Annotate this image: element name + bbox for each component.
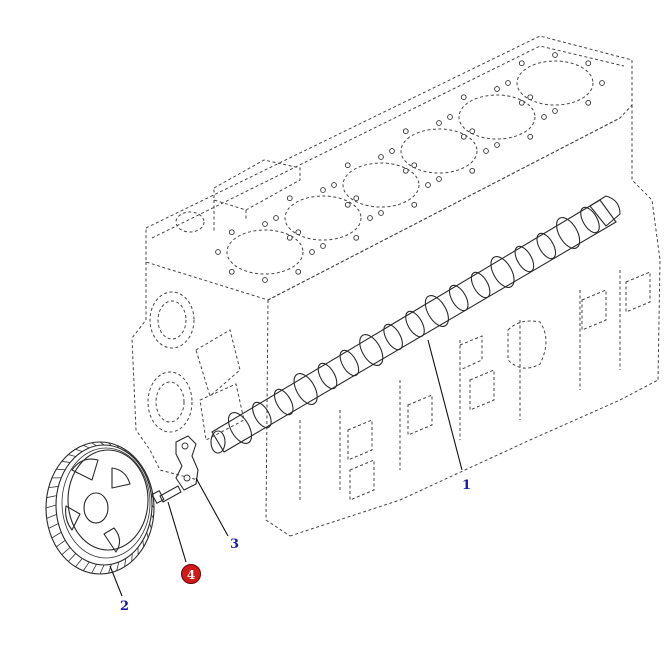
cam-gear: [45, 441, 155, 575]
engine-block: [131, 35, 661, 537]
callout-thrust-plate: 3: [230, 537, 240, 552]
bolt: [151, 485, 182, 504]
callout-cam-gear: 2: [120, 599, 130, 614]
camshaft: [210, 195, 621, 454]
leader-thrust-plate: [195, 477, 229, 537]
front-face-openings: [147, 211, 205, 433]
leader-camshaft: [427, 339, 463, 471]
leader-bolt: [167, 501, 187, 563]
callout-bolt-badge: 4: [181, 564, 201, 584]
thrust-plate: [175, 435, 199, 491]
deck-holes: [215, 52, 605, 283]
leader-cam-gear: [109, 565, 123, 597]
callout-camshaft: 1: [462, 478, 472, 493]
leader-lines: [109, 339, 463, 597]
cylinder-bores: [226, 60, 594, 275]
